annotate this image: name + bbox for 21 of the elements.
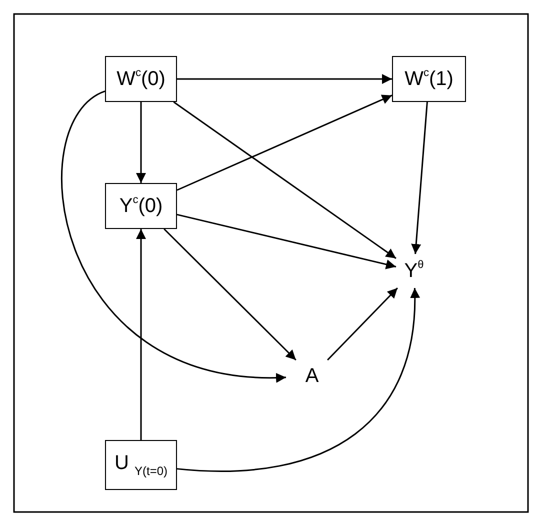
arrow <box>173 101 396 259</box>
variable-box <box>105 440 177 490</box>
variable-label: Y$^{c}$(0) <box>119 194 163 218</box>
arrow <box>327 287 398 361</box>
arrow <box>136 102 146 183</box>
variable-box <box>105 183 177 229</box>
variable-label: W$^{c}$(0) <box>116 67 166 91</box>
arrow <box>176 288 420 472</box>
arrow <box>177 74 392 84</box>
variable-label: Y$^{θ}$ <box>404 259 424 283</box>
arrow <box>164 228 296 361</box>
variable-box <box>392 56 466 102</box>
arrow <box>61 90 286 382</box>
variable-label: U $_{Y(t=0)}$ <box>114 452 168 478</box>
variable-label: A <box>305 364 319 388</box>
variable-box <box>105 56 177 102</box>
arrow <box>411 102 428 254</box>
variable-label: W$^{c}$(1) <box>404 67 454 91</box>
arrow <box>176 94 392 191</box>
arrow <box>176 214 396 270</box>
arrow <box>136 229 146 440</box>
